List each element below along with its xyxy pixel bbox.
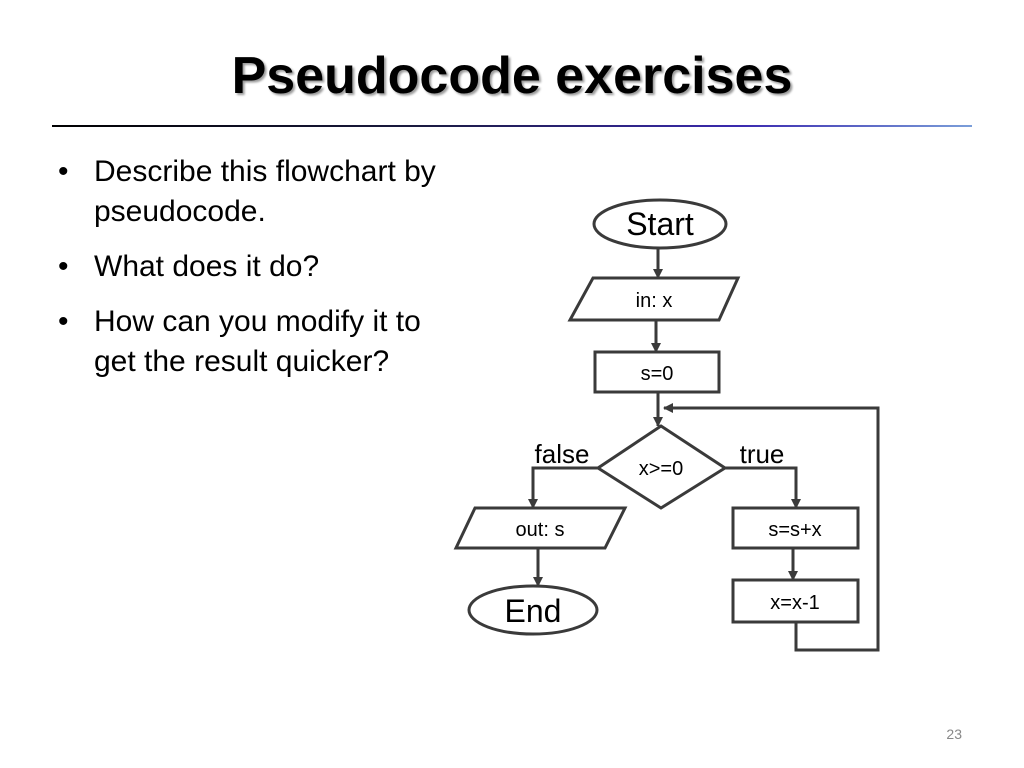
connector-condition-true bbox=[725, 466, 801, 509]
bullet-text-line: get the result quicker? bbox=[94, 345, 390, 378]
input-label: in: x bbox=[636, 290, 673, 312]
true-branch-label: true bbox=[740, 439, 785, 469]
connector-condition-false bbox=[528, 466, 598, 509]
output-label: out: s bbox=[516, 519, 565, 541]
bullet-dot-icon: • bbox=[58, 250, 69, 283]
bullet-list: • Describe this flowchart by pseudocode.… bbox=[58, 152, 528, 397]
end-label: End bbox=[505, 593, 562, 629]
bullet-dot-icon: • bbox=[58, 305, 69, 338]
slide-title: Pseudocode exercises bbox=[231, 47, 793, 105]
start-label: Start bbox=[626, 206, 694, 242]
accumulate-label: s=s+x bbox=[768, 519, 821, 541]
decrement-process-box bbox=[731, 578, 860, 624]
decrement-label: x=x-1 bbox=[770, 592, 819, 614]
connector-loop-back bbox=[663, 403, 880, 652]
title-divider bbox=[52, 125, 972, 127]
init-process-box bbox=[593, 350, 721, 394]
bullet-text-line: Describe this flowchart by bbox=[94, 155, 436, 188]
input-parallelogram bbox=[567, 276, 741, 322]
condition-diamond bbox=[595, 424, 728, 510]
page-number: 23 bbox=[946, 726, 962, 742]
output-parallelogram bbox=[453, 506, 628, 550]
end-terminal bbox=[467, 584, 599, 636]
init-label: s=0 bbox=[641, 363, 674, 385]
bullet-text-line: How can you modify it to bbox=[94, 305, 421, 338]
start-terminal bbox=[592, 198, 728, 250]
bullet-item: • Describe this flowchart by pseudocode. bbox=[58, 152, 528, 232]
bullet-item: • What does it do? bbox=[58, 247, 528, 287]
accumulate-process-box bbox=[731, 506, 860, 550]
condition-label: x>=0 bbox=[639, 458, 683, 480]
false-branch-label: false bbox=[535, 439, 590, 469]
bullet-item: • How can you modify it to get the resul… bbox=[58, 302, 528, 382]
bullet-dot-icon: • bbox=[58, 155, 69, 188]
bullet-text-line: What does it do? bbox=[94, 250, 320, 283]
bullet-text-line: pseudocode. bbox=[94, 195, 266, 228]
